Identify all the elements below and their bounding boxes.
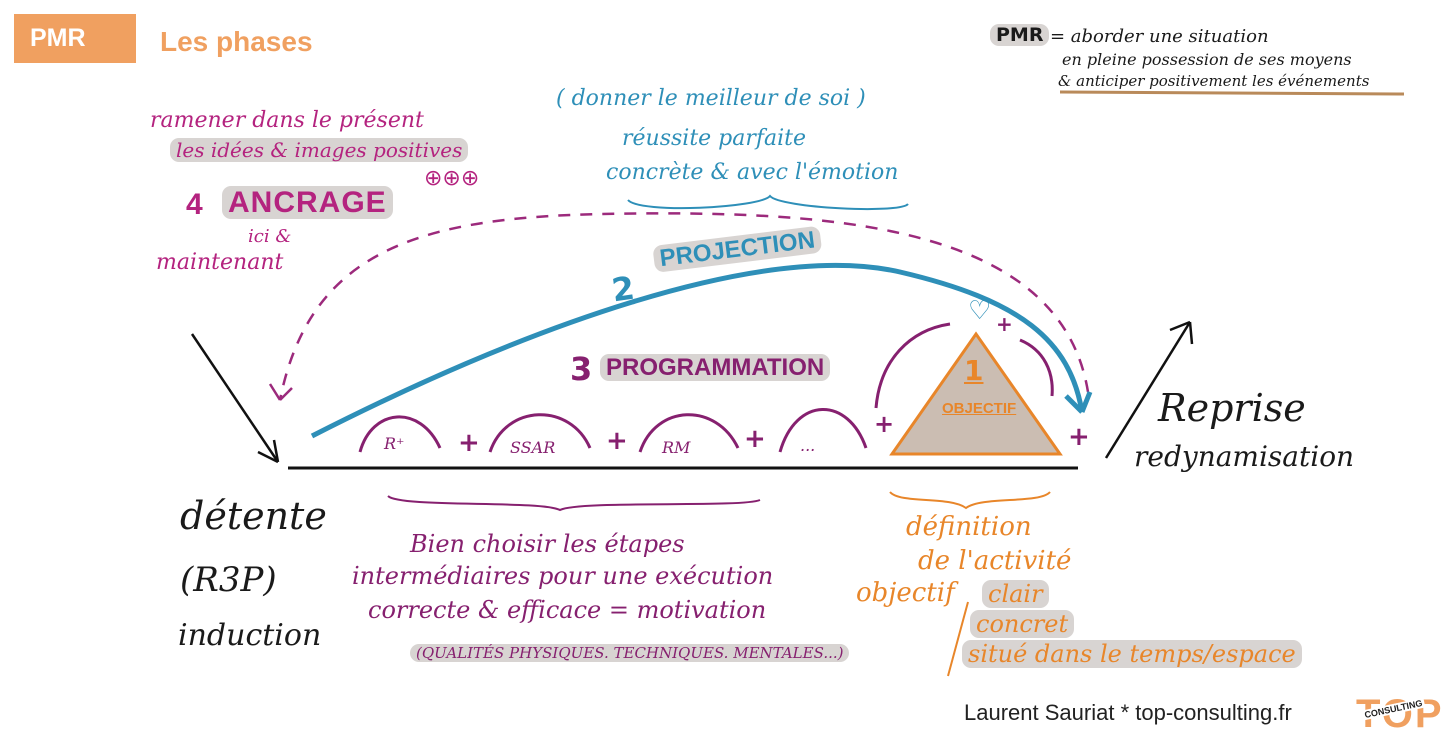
projection-arrowhead bbox=[1064, 391, 1093, 414]
step-arc-1 bbox=[358, 415, 442, 453]
step-arc-4 bbox=[778, 408, 868, 453]
step-plus-4: + bbox=[874, 410, 895, 438]
detente-line-1: détente bbox=[180, 494, 327, 538]
activite-item-2: concret bbox=[970, 610, 1075, 638]
objectif-plus-right: + bbox=[1068, 422, 1090, 452]
objective-pyramid bbox=[889, 331, 1063, 456]
etapes-brace bbox=[387, 495, 761, 512]
footer-credit: Laurent Sauriat * top-consulting.fr bbox=[964, 700, 1292, 726]
objectif-plus-top: + bbox=[996, 312, 1013, 336]
activite-item-3: situé dans le temps/espace bbox=[962, 640, 1302, 668]
etapes-line-2: intermédiaires pour une exécution bbox=[352, 562, 774, 590]
definition-list-line bbox=[947, 601, 969, 677]
definition-brace bbox=[889, 491, 1051, 510]
pmr-badge: PMR bbox=[14, 14, 136, 63]
step-plus-2: + bbox=[606, 426, 628, 456]
definition-line-3: & anticiper positivement les événements bbox=[1058, 72, 1370, 90]
ancrage-line-1: ramener dans le présent bbox=[150, 108, 424, 133]
footer-author: Laurent Sauriat bbox=[964, 700, 1115, 725]
detente-arrowhead bbox=[257, 439, 280, 464]
ancrage-loop-arrowhead bbox=[268, 383, 293, 401]
ancrage-title: ANCRAGE bbox=[222, 186, 393, 220]
projection-brace bbox=[627, 194, 909, 211]
step-arc-3 bbox=[638, 413, 740, 453]
reprise-line-1: Reprise bbox=[1158, 386, 1306, 430]
activite-line-1: définition bbox=[906, 512, 1032, 542]
pmr-term: PMR bbox=[990, 24, 1050, 46]
programmation-title: PROGRAMMATION bbox=[600, 354, 831, 382]
reprise-line-2: redynamisation bbox=[1134, 440, 1355, 473]
detente-line-2: (R3P) bbox=[180, 560, 277, 600]
detente-arrow bbox=[190, 333, 280, 463]
reprise-arrow bbox=[1104, 321, 1192, 459]
ancrage-loop bbox=[278, 212, 1090, 401]
footer-site: top-consulting.fr bbox=[1135, 700, 1292, 725]
footer-separator: * bbox=[1120, 700, 1130, 725]
objective-up-arc bbox=[874, 322, 951, 409]
ancrage-sub-2: maintenant bbox=[156, 250, 284, 275]
ancrage-line-2: les idées & images positives bbox=[170, 138, 469, 162]
projection-line-3: concrète & avec l'émotion bbox=[606, 160, 899, 185]
heart-icon: ♡ bbox=[968, 296, 992, 326]
activite-line-3: objectif bbox=[856, 578, 955, 608]
projection-line-2: réussite parfaite bbox=[622, 126, 807, 151]
reprise-arrowhead bbox=[1169, 320, 1194, 345]
activite-item-1: clair bbox=[982, 580, 1049, 608]
page-title: Les phases bbox=[160, 26, 313, 57]
definition-line-2: en pleine possession de ses moyens bbox=[1062, 50, 1352, 69]
ancrage-plus-icon: ⊕⊕⊕ bbox=[424, 166, 480, 191]
projection-arc bbox=[310, 263, 1085, 439]
etapes-line-1: Bien choisir les étapes bbox=[410, 530, 685, 558]
step-label-3: RM bbox=[662, 438, 691, 457]
step-label-2: SSAR bbox=[510, 438, 556, 457]
projection-line-1: ( donner le meilleur de soi ) bbox=[556, 86, 866, 111]
objectif-number: 1 bbox=[964, 354, 984, 387]
objective-down-arc bbox=[1019, 338, 1054, 397]
programmation-number: 3 bbox=[570, 350, 593, 388]
definition-underline bbox=[1059, 90, 1405, 96]
step-label-1: R⁺ bbox=[384, 434, 405, 453]
definition-line-1: = aborder une situation bbox=[1050, 26, 1269, 47]
ancrage-number: 4 bbox=[186, 188, 203, 221]
activite-line-2: de l'activité bbox=[918, 546, 1072, 576]
etapes-line-4: (QUALITÉS PHYSIQUES. TECHNIQUES. MENTALE… bbox=[410, 644, 850, 662]
step-plus-1: + bbox=[458, 428, 480, 458]
step-arc-2 bbox=[488, 413, 592, 453]
etapes-line-3: correcte & efficace = motivation bbox=[368, 596, 767, 624]
top-consulting-logo: TOP CONSULTING bbox=[1352, 690, 1446, 738]
step-label-4: ... bbox=[800, 436, 816, 455]
step-plus-3: + bbox=[744, 424, 766, 454]
objectif-title: OBJECTIF bbox=[942, 400, 1017, 417]
detente-line-3: induction bbox=[178, 618, 322, 653]
ancrage-sub-1: ici & bbox=[248, 226, 292, 247]
